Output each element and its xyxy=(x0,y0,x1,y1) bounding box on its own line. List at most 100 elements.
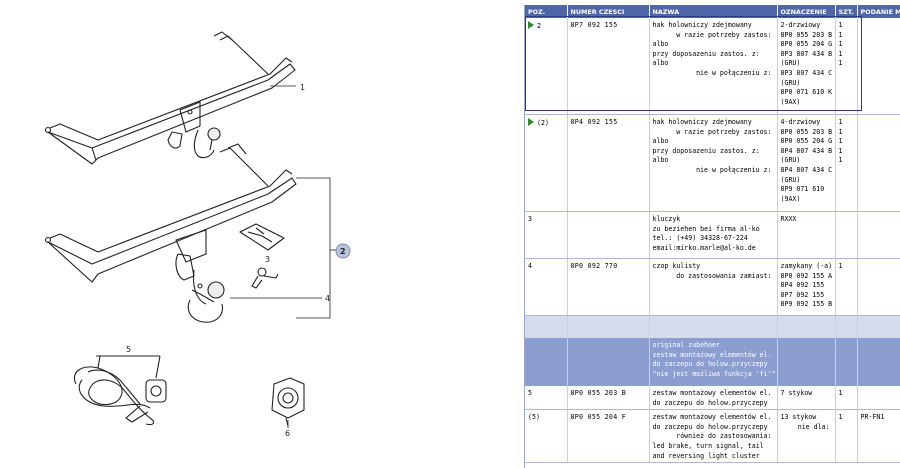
cell-podanie xyxy=(857,386,900,411)
cell-line: (GRU) xyxy=(780,175,801,184)
callout-2-badge[interactable] xyxy=(335,243,351,259)
cell-szt xyxy=(835,211,858,259)
cell-numer[interactable]: 8P4 092 155 xyxy=(567,114,650,212)
cell-nazwa: zestaw montażowy elementów el.do zaczepu… xyxy=(649,386,778,411)
callout-6: 6 xyxy=(285,429,290,438)
cell-line: email:mirko.marle@al-ko.de xyxy=(652,243,756,252)
cell-line: 1 xyxy=(838,389,843,397)
cell-line: 1 xyxy=(838,156,843,165)
cell-line: albo xyxy=(652,137,669,146)
group-note-line: zestaw montażowy elementów el. xyxy=(652,350,772,359)
spacer-cell xyxy=(649,315,778,338)
cell-line: 8P4 092 155 xyxy=(780,281,825,290)
col-oznaczenie[interactable]: OZNACZENIE xyxy=(777,5,836,18)
cell-line: (GRU) xyxy=(780,78,801,87)
cell-line: 8P3 807 434 C xyxy=(780,68,833,77)
cell-line: 8P0 092 155 A xyxy=(780,271,833,280)
cell-line: 8P9 092 155 B xyxy=(780,300,833,309)
expand-triangle-icon[interactable] xyxy=(528,21,534,29)
cell-line: 8P9 071 610 xyxy=(780,185,825,194)
cell-line: (9AX) xyxy=(780,97,801,106)
cell-szt: 1 xyxy=(835,386,858,411)
wiring-kit xyxy=(74,355,167,426)
col-podanie[interactable]: PODANIE M xyxy=(857,5,900,18)
col-poz[interactable]: POZ. xyxy=(525,5,568,18)
cell-oznaczenie: RXXX xyxy=(777,211,836,259)
cell-numer[interactable]: 8P0 055 203 B xyxy=(567,386,650,411)
cell-line: 8P0 055 203 B xyxy=(780,127,833,136)
cell-nazwa: zestaw montażowy elementów el.do zaczepu… xyxy=(649,409,778,464)
cell-line: led brake, turn signal, tail xyxy=(652,441,764,450)
cell-podanie xyxy=(857,211,900,259)
group-cell xyxy=(835,338,858,386)
key-pouch xyxy=(239,223,285,289)
parts-table: POZ. NUMER CZESCI NAZWA OZNACZENIE SZT. … xyxy=(525,5,900,464)
cell-line: albo xyxy=(652,59,669,68)
cell-line: albo xyxy=(652,40,669,49)
cell-line: zamykany (-a) xyxy=(780,262,833,270)
cell-line: czop kulisty xyxy=(652,262,701,270)
callout-2[interactable]: 2 xyxy=(340,247,346,256)
cell-line: 1 xyxy=(838,413,843,422)
cell-numer[interactable]: 8P0 092 770 xyxy=(567,258,650,316)
col-numer[interactable]: NUMER CZESCI xyxy=(567,5,650,18)
poz-value: 5 xyxy=(528,389,532,397)
group-cell xyxy=(857,338,900,386)
cell-line: 1 xyxy=(838,137,843,146)
col-szt[interactable]: SZT. xyxy=(835,5,858,18)
cell-line: hak holowniczy zdejmowany xyxy=(652,21,752,29)
cell-line: w razie potrzeby zastos: xyxy=(676,127,772,136)
parts-table-panel: POZ. NUMER CZESCI NAZWA OZNACZENIE SZT. … xyxy=(524,5,900,468)
cell-line: zestaw montażowy elementów el. xyxy=(652,413,772,422)
spacer-cell xyxy=(777,315,836,338)
cell-line: 1 xyxy=(838,49,843,58)
cell-line: 1 xyxy=(838,30,843,39)
callout-3: 3 xyxy=(265,255,270,264)
cell-line: nie w połączeniu z: xyxy=(696,68,772,77)
cell-line: 1 xyxy=(838,262,843,270)
cell-line: 13 stykow xyxy=(780,413,817,422)
group-note-line: do zaczepu do holow.przyczepy xyxy=(652,360,768,369)
poz-value: (2) xyxy=(537,119,549,127)
cell-line: 8P0 055 203 B xyxy=(780,30,833,39)
col-nazwa[interactable]: NAZWA xyxy=(649,5,778,18)
cell-numer[interactable]: 8P7 092 155 xyxy=(567,18,650,115)
parts-diagram: 1 2 3 4 5 6 xyxy=(44,31,351,438)
cell-poz: 2 xyxy=(525,18,568,115)
cell-numer[interactable] xyxy=(567,211,650,259)
cell-line: 2-drzwiowy xyxy=(780,21,821,29)
cell-poz: (5) xyxy=(525,409,568,464)
table-header: POZ. NUMER CZESCI NAZWA OZNACZENIE SZT. … xyxy=(525,5,900,18)
tow-bar-crossmember-lower xyxy=(44,143,297,323)
spacer-row xyxy=(525,315,900,338)
cell-podanie xyxy=(857,18,900,115)
expand-triangle-icon[interactable] xyxy=(528,118,534,126)
cell-line: przy doposazeniu zastos. z: xyxy=(652,146,760,155)
cell-numer[interactable]: 8P0 055 204 F xyxy=(567,409,650,464)
cell-line: do zaczepu do holow.przyczepy xyxy=(652,398,768,407)
cell-poz: 3 xyxy=(525,211,568,259)
cell-line: (GRU) xyxy=(780,59,801,68)
cell-poz: 4 xyxy=(525,258,568,316)
cell-line: tel.: (+49) 34328-67-224 xyxy=(652,234,748,243)
cell-line: 8P7 092 155 xyxy=(780,290,825,299)
callout-1: 1 xyxy=(300,83,305,92)
cell-line: zestaw montażowy elementów el. xyxy=(652,389,772,397)
group-note-line: original zubehoer xyxy=(652,341,721,349)
cell-line: 8P3 807 434 B xyxy=(780,49,833,58)
cell-szt: 1 xyxy=(835,409,858,464)
spacer-cell xyxy=(857,315,900,338)
group-cell xyxy=(567,338,650,386)
cell-line: 8P0 055 204 G xyxy=(780,40,833,49)
cell-line: 1 xyxy=(838,127,843,136)
